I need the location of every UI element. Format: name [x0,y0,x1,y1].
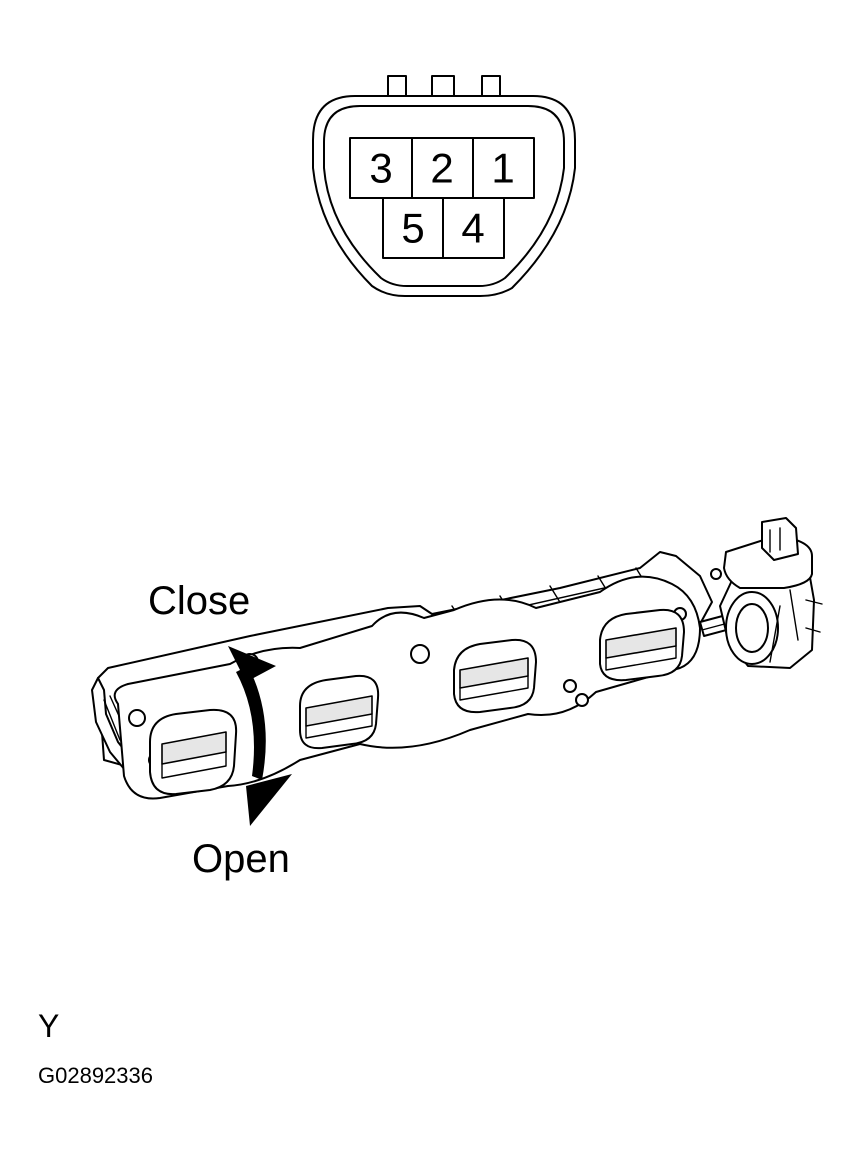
intake-manifold-assembly [91,517,823,800]
pin-cell-4 [442,197,505,259]
intake-port-4 [599,608,685,682]
pin-label-1: 1 [491,145,514,192]
connector-latch-tabs [387,75,501,96]
pin-label-2: 2 [430,145,453,192]
arrow-body [236,666,266,780]
figure-code: G02892336 [38,1063,153,1088]
flange-bolt-hole [128,709,146,727]
intake-port-2 [299,674,380,750]
close-label: Close [148,579,250,623]
actuator-collar [725,591,779,665]
actuator-clip [710,568,722,580]
intake-port-3 [453,638,537,714]
arrow-head-open [246,774,292,826]
pin-label-5: 5 [401,205,424,252]
pin-label-3: 3 [369,145,392,192]
flange-bolt-hole [563,679,577,693]
intake-port-1 [149,708,238,796]
actuator-body-detail [769,589,823,663]
section-letter: Y [38,1008,60,1044]
open-label: Open [192,837,290,881]
flange-bolt-hole [410,644,430,664]
actuator-connector-detail [769,527,781,553]
arrow-head-close [228,646,276,682]
connector-face: 3 2 1 5 4 [312,75,576,297]
connector-inner-shell [323,105,565,287]
connector-outer-shell [312,95,576,297]
flange-bolt-hole [575,693,589,707]
pin-label-4: 4 [461,205,484,252]
actuator-collar-inner [735,603,769,653]
rotation-direction-arrow [228,646,292,826]
